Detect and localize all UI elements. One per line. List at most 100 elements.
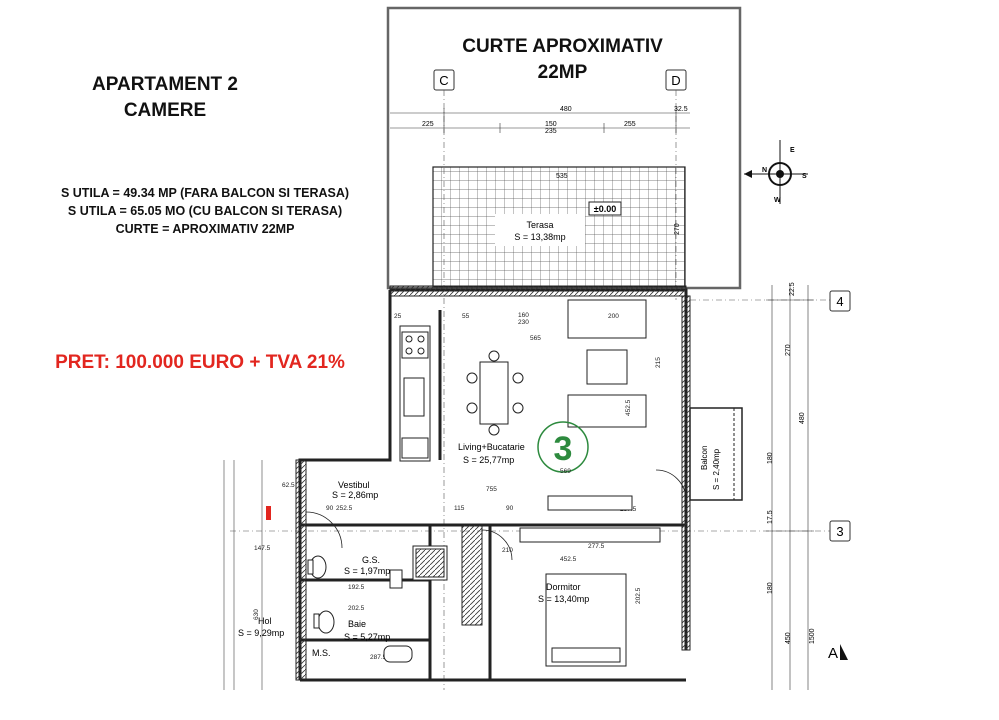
dim-202-5: 202.5 xyxy=(348,605,365,612)
dim-207-5: 202.5 xyxy=(635,587,642,604)
terasa-area: S = 13,38mp xyxy=(514,232,565,242)
dormitor-area: S = 13,40mp xyxy=(538,594,589,604)
balcony-door xyxy=(655,469,687,501)
right-dimensions: 22.5 270 480 180 17.5 180 450 1500 xyxy=(766,282,816,690)
dim-55: 55 xyxy=(462,313,470,320)
sofa-side xyxy=(567,394,647,428)
apartment-title: APARTAMENT 2 CAMERE xyxy=(40,72,290,124)
dim-630: 630 xyxy=(253,609,260,620)
balcon-name: Balcon xyxy=(700,446,709,470)
kitchen-sink xyxy=(403,377,425,417)
area-line-2: S UTILA = 65.05 MO (CU BALCON SI TERASA) xyxy=(67,204,343,218)
tv-unit xyxy=(547,495,633,511)
baie-name: Baie xyxy=(348,619,366,629)
area-line-3: CURTE = APROXIMATIV 22MP xyxy=(115,222,295,236)
dim-235: 235 xyxy=(545,128,557,135)
dim-180-v: 180 xyxy=(767,452,774,464)
baie-sink xyxy=(383,645,413,663)
bed-pillows xyxy=(551,647,621,663)
entry-marker xyxy=(266,506,271,520)
dim-452-5-b: 452.5 xyxy=(560,556,577,563)
baie-toilet xyxy=(317,610,335,634)
dim-147-5: 147.5 xyxy=(254,545,271,552)
dim-277-5: 277.5 xyxy=(588,543,605,550)
dim-565: 565 xyxy=(530,335,541,342)
dim-270: 270 xyxy=(674,223,681,235)
dim-25: 25 xyxy=(394,313,402,320)
dim-450-v: 450 xyxy=(785,632,792,644)
dim-160: 160 xyxy=(518,312,529,319)
apartment-title-line-1: APARTAMENT 2 xyxy=(91,74,239,95)
hol-area: S = 9,29mp xyxy=(238,628,284,638)
dim-90-b: 90 xyxy=(506,505,514,512)
living-name: Living+Bucatarie xyxy=(458,442,525,452)
gs-area: S = 1,97mp xyxy=(344,566,390,576)
price-label: PRET: 100.000 EURO + TVA 21% xyxy=(55,352,345,373)
section-marker-a: A xyxy=(828,644,848,662)
dormitor-name: Dormitor xyxy=(546,582,581,592)
wardrobe xyxy=(519,527,661,543)
balcony xyxy=(689,407,743,501)
terasa-name: Terasa xyxy=(526,220,553,230)
dim-569: 569 xyxy=(560,468,571,475)
dim-270-v: 270 xyxy=(785,344,792,356)
compass-s: S xyxy=(802,173,807,180)
balcon-area: S = 2,40mp xyxy=(712,448,721,490)
dim-480: 480 xyxy=(560,106,572,113)
dim-225: 225 xyxy=(422,121,434,128)
dim-1500-v: 1500 xyxy=(809,628,816,644)
dim-62-5: 62.5 xyxy=(282,482,295,489)
dim-287-5-b: 287.5 xyxy=(370,654,387,661)
wall-middle-hatch xyxy=(461,524,483,626)
axis-d-label: D xyxy=(671,73,680,88)
dishwasher xyxy=(401,437,429,459)
dim-90: 90 xyxy=(326,505,334,512)
level-marker: ±0.00 xyxy=(594,204,616,214)
courtyard-label: CURTE APROXIMATIV 22MP xyxy=(390,34,735,86)
top-dimensions: 480 32.5 225 150 235 255 xyxy=(390,106,690,135)
coffee-table xyxy=(586,349,628,385)
apartment-number-circle xyxy=(537,421,589,473)
vestibul-area: S = 2,86mp xyxy=(332,490,378,500)
compass-e: E xyxy=(790,147,795,154)
compass: N E S W xyxy=(744,140,808,204)
wall-top-hatch xyxy=(389,285,687,297)
dim-480-v: 480 xyxy=(799,412,806,424)
apartment-number: 3 xyxy=(554,430,573,468)
dim-22-5: 22.5 xyxy=(789,282,796,296)
living-area: S = 25,77mp xyxy=(463,455,514,465)
axis-3-label: 3 xyxy=(836,524,843,539)
dim-17-5-v: 17.5 xyxy=(767,510,774,524)
level-marker-box xyxy=(588,201,622,216)
area-summary: S UTILA = 49.34 MP (FARA BALCON SI TERAS… xyxy=(0,184,410,238)
ms-label: M.S. xyxy=(312,648,331,658)
dim-252-5: 252.5 xyxy=(336,505,353,512)
dim-150: 150 xyxy=(545,121,557,128)
dim-452-5: 452.5 xyxy=(625,399,632,416)
courtyard-line-1: CURTE APROXIMATIV xyxy=(462,36,663,57)
dim-115: 115 xyxy=(454,505,465,512)
dim-192-5: 192.5 xyxy=(348,584,365,591)
baie-area: S = 5,27mp xyxy=(344,632,390,642)
dim-32-5: 32.5 xyxy=(674,106,688,113)
axis-c-label: C xyxy=(439,73,448,88)
dim-255: 255 xyxy=(624,121,636,128)
hol-name: Hol xyxy=(258,616,272,626)
dim-180-v2: 180 xyxy=(767,582,774,594)
apartment-title-line-2: CAMERE xyxy=(123,100,207,121)
dim-210: 210 xyxy=(502,547,513,554)
gs-name: G.S. xyxy=(362,555,380,565)
courtyard-line-2: 22MP xyxy=(537,62,588,83)
bedroom-door xyxy=(481,529,513,561)
axis-4-label: 4 xyxy=(836,294,843,309)
dim-535: 535 xyxy=(556,173,568,180)
wall-left-hatch xyxy=(295,459,307,681)
compass-w: W xyxy=(774,197,781,204)
entry-door xyxy=(305,511,343,549)
dim-200: 200 xyxy=(608,313,619,320)
axis-4: 4 xyxy=(690,290,851,312)
sofa-top xyxy=(567,299,647,339)
terrace-label-bg xyxy=(495,214,585,246)
wall-right-hatch xyxy=(681,295,691,651)
